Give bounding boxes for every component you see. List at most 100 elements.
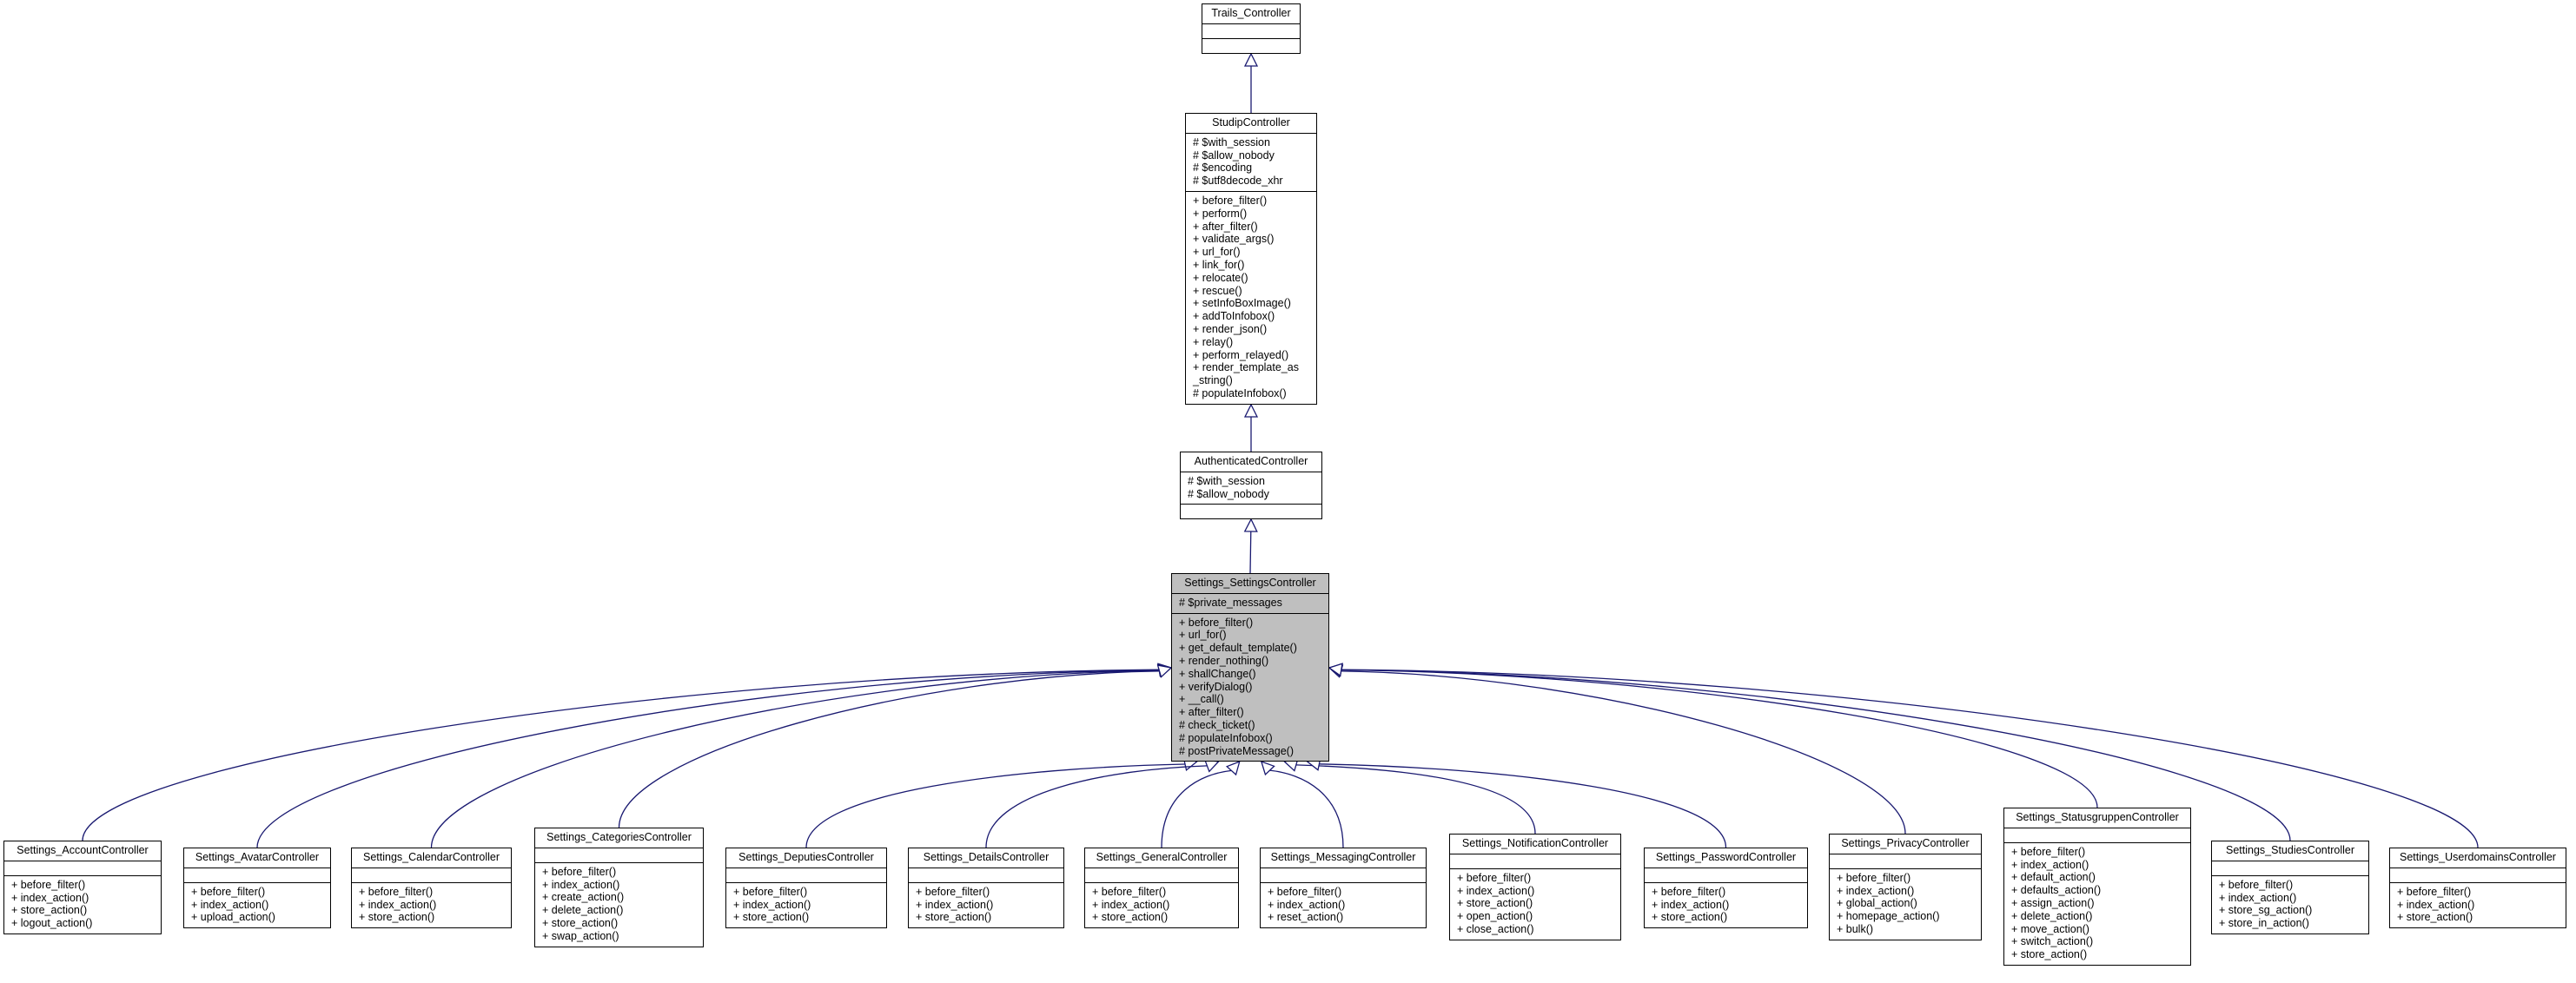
class-box-notification[interactable]: Settings_NotificationController+ before_… — [1449, 834, 1621, 940]
class-methods-section: + before_filter()+ index_action()+ store… — [909, 881, 1063, 927]
class-name: Settings_SettingsController — [1184, 577, 1316, 589]
inheritance-arrowhead — [1243, 403, 1259, 418]
class-method: + validate_args() — [1193, 233, 1275, 246]
class-method: + bulk() — [1837, 922, 1874, 935]
class-attributes-section — [2390, 867, 2566, 882]
class-methods-section — [1202, 37, 1300, 53]
class-box-statusgruppen[interactable]: Settings_StatusgruppenController + before… — [2003, 808, 2191, 966]
class-method: + close_action() — [1457, 922, 1534, 935]
class-box-password[interactable]: Settings_PasswordController+ before_filt… — [1644, 848, 1808, 929]
class-method: + rescue() — [1193, 284, 1242, 297]
class-method: + store_action() — [1457, 897, 1533, 910]
class-method: + index_action() — [1092, 898, 1170, 911]
inheritance-edge-messaging — [1269, 769, 1344, 848]
class-box-studip[interactable]: StudipController# $with_session# $allow_… — [1185, 113, 1317, 405]
class-box-messaging[interactable]: Settings_MessagingController+ before_fil… — [1260, 848, 1427, 929]
class-method: + relocate() — [1193, 271, 1248, 284]
class-method: + before_filter() — [1193, 194, 1268, 207]
class-method: + index_action() — [2219, 891, 2297, 904]
class-method: + index_action() — [733, 898, 811, 911]
class-method: + before_filter() — [2219, 878, 2294, 891]
class-box-account[interactable]: Settings_AccountController + before_filte… — [3, 841, 162, 934]
class-attributes-section — [2212, 860, 2368, 875]
class-name: Settings_DeputiesController — [738, 851, 874, 863]
inheritance-edge-categories — [618, 670, 1160, 828]
class-method: + index_action() — [542, 878, 620, 891]
class-methods-section: + before_filter()+ index_action() + store… — [2212, 874, 2368, 934]
class-methods-section: + before_filter()+ index_action()+ store… — [4, 874, 161, 934]
class-method: + delete_action() — [542, 904, 624, 917]
class-method: + __call() — [1179, 693, 1224, 706]
class-method: + before_filter() — [359, 885, 434, 898]
class-name: Settings_StatusgruppenController — [2016, 811, 2179, 823]
class-method: + store_action() — [2011, 948, 2088, 961]
class-method: + after_filter() — [1179, 706, 1244, 719]
class-box-settings[interactable]: Settings_SettingsController# $private_me… — [1171, 573, 1329, 762]
class-attributes-section — [1450, 853, 1620, 868]
class-method: + after_filter() — [1193, 220, 1258, 233]
inheritance-edge-studies — [1341, 669, 2291, 841]
class-method: _string() — [1193, 374, 1233, 387]
class-method: + before_filter() — [1268, 885, 1342, 898]
class-method: + index_action() — [359, 898, 437, 911]
class-method: # populateInfobox() — [1179, 731, 1273, 744]
inheritance-edge-calendar — [430, 670, 1160, 848]
class-attributes-section — [2004, 827, 2190, 842]
class-methods-section: + before_filter()+ index_action()+ store… — [1450, 868, 1620, 940]
class-methods-section: + before_filter()+ index_action()+ store… — [2390, 881, 2566, 927]
class-box-trails[interactable]: Trails_Controller — [1202, 3, 1301, 54]
class-box-deputies[interactable]: Settings_DeputiesController + before_filt… — [725, 848, 887, 929]
class-name: Settings_AccountController — [17, 844, 149, 856]
class-method: + perform_relayed() — [1193, 348, 1289, 361]
class-box-auth[interactable]: AuthenticatedController# $with_session# … — [1180, 452, 1322, 520]
class-method: + before_filter() — [1837, 871, 1911, 884]
class-method: # postPrivateMessage() — [1179, 744, 1295, 757]
class-method: + index_action() — [11, 891, 89, 904]
class-box-studies[interactable]: Settings_StudiesController+ before_filte… — [2211, 841, 2369, 934]
class-methods-section: + before_filter()+ index_action()+ store… — [1085, 881, 1238, 927]
inheritance-edge-avatar — [256, 670, 1160, 848]
class-method: + switch_action() — [2011, 935, 2094, 948]
class-name: Settings_DetailsController — [923, 851, 1050, 863]
inheritance-arrowhead — [1156, 664, 1173, 678]
class-method: + render_json() — [1193, 322, 1268, 335]
inheritance-edge-userdomains — [1341, 669, 2479, 848]
class-method: + get_default_template() — [1179, 642, 1297, 655]
class-method: + before_filter() — [1179, 616, 1254, 629]
class-attributes-section — [1830, 853, 1981, 868]
class-attribute: # $allow_nobody — [1188, 487, 1269, 500]
class-method: + store_action() — [1092, 911, 1169, 924]
class-box-userdomains[interactable]: Settings_UserdomainsController+ before_f… — [2389, 848, 2566, 929]
class-method: + store_action() — [542, 916, 619, 929]
inheritance-arrowhead — [1225, 760, 1241, 776]
class-attributes-section — [184, 867, 330, 882]
class-method: + store_in_action() — [2219, 917, 2309, 930]
class-box-calendar[interactable]: Settings_CalendarController + before_filt… — [351, 848, 512, 929]
class-methods-section: + before_filter()+ index_action()+ reset… — [1261, 881, 1426, 927]
class-method: + index_action() — [191, 898, 269, 911]
class-method: # check_ticket() — [1179, 718, 1255, 731]
class-name: Trails_Controller — [1211, 7, 1291, 19]
class-attributes-section — [1085, 867, 1238, 882]
inheritance-edge-settings — [1249, 531, 1252, 574]
class-method: + store_action() — [916, 911, 992, 924]
class-attributes-section — [352, 867, 511, 882]
class-methods-section: + before_filter()+ index_action()+ defau… — [2004, 841, 2190, 965]
class-name: Settings_CalendarController — [362, 851, 500, 863]
inheritance-edge-deputies — [805, 763, 1186, 848]
class-methods-section: + before_filter()+ index_action()+ store… — [1645, 881, 1807, 927]
class-box-general[interactable]: Settings_GeneralController+ before_filte… — [1084, 848, 1239, 929]
class-methods-section: + before_filter()+ index_action()+ uploa… — [184, 881, 330, 927]
class-box-details[interactable]: Settings_DetailsController + before_filte… — [908, 848, 1064, 929]
class-method: + create_action() — [542, 891, 625, 904]
class-name: Settings_AvatarController — [195, 851, 320, 863]
class-box-privacy[interactable]: Settings_PrivacyController+ before_filte… — [1829, 834, 1982, 940]
class-box-avatar[interactable]: Settings_AvatarController + before_filter… — [183, 848, 331, 929]
class-box-categories[interactable]: Settings_CategoriesController+ before_fi… — [534, 828, 704, 947]
class-method: + before_filter() — [2011, 845, 2086, 858]
class-method: + before_filter() — [191, 885, 266, 898]
class-method: + before_filter() — [733, 885, 808, 898]
class-methods-section: + before_filter()+ perform()+ after_filt… — [1186, 190, 1316, 404]
inheritance-arrowhead — [1328, 663, 1343, 677]
